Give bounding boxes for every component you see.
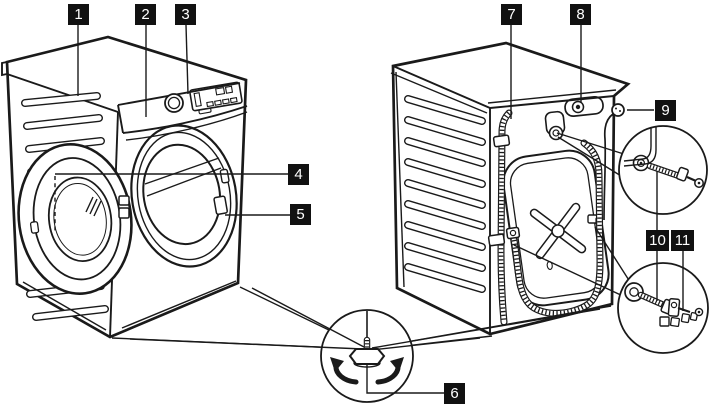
front-view-machine xyxy=(1,35,248,339)
inlet-hose-loop xyxy=(505,139,604,317)
display-panel xyxy=(189,81,243,112)
part-label-11: 11 xyxy=(671,230,694,251)
transit-bolt-detail-circle xyxy=(618,125,708,215)
program-knob xyxy=(164,93,184,113)
adjustable-foot-detail-circle xyxy=(129,287,601,403)
part-label-10: 10 xyxy=(646,230,669,251)
transit-bolt-top xyxy=(548,125,564,141)
rear-view-machine xyxy=(390,41,631,336)
part-label-2: 2 xyxy=(135,4,156,25)
part-label-4: 4 xyxy=(288,164,309,185)
door-hinge xyxy=(118,195,130,206)
door-catch xyxy=(219,168,230,184)
label-leader-lines xyxy=(54,24,684,311)
part-label-9: 9 xyxy=(655,100,676,121)
part-label-6: 6 xyxy=(444,383,465,404)
part-label-5: 5 xyxy=(290,204,311,225)
water-inlet-valve xyxy=(544,96,604,136)
part-label-1: 1 xyxy=(68,4,89,25)
control-panel xyxy=(117,81,248,141)
door-glass xyxy=(47,176,113,263)
foot-nut xyxy=(348,348,386,365)
hose-clip xyxy=(487,233,506,247)
side-vent-slots-rear xyxy=(404,95,486,293)
hose-union xyxy=(505,226,521,240)
part-label-3: 3 xyxy=(175,4,196,25)
spacer-kit-detail-circle xyxy=(617,262,709,354)
drum-opening xyxy=(130,124,238,268)
part-label-7: 7 xyxy=(501,4,522,25)
hose-clip xyxy=(492,134,511,148)
open-door xyxy=(17,143,133,295)
drain-hose xyxy=(487,109,513,326)
rating-plate xyxy=(213,195,228,216)
part-label-8: 8 xyxy=(570,4,591,25)
power-cord-plug xyxy=(603,103,625,221)
